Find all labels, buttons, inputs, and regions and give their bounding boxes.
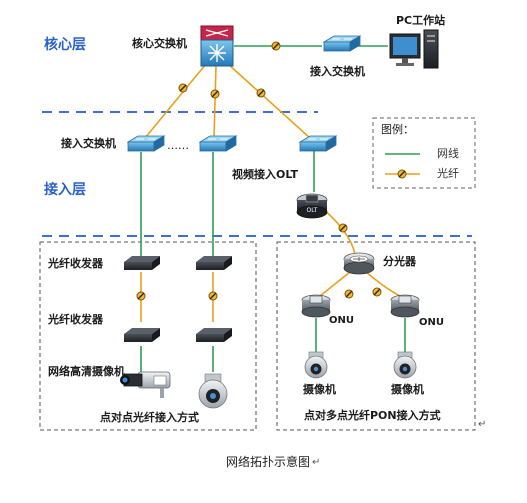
olt-badge-label: OLT (307, 207, 318, 214)
core-switch-icon (200, 25, 234, 67)
legend-box (372, 117, 476, 189)
legend-cable-label: 网线 (437, 147, 459, 160)
legend-fiber-label: 光纤 (437, 167, 459, 180)
pon-camera-right-label: 摄像机 (391, 383, 424, 396)
transceiver-1a-icon (124, 256, 160, 270)
olt-device-icon: OLT (296, 193, 328, 219)
access-switch-2-icon (198, 135, 238, 152)
pc-workstation-icon (389, 29, 439, 69)
legend-title: 图例： (381, 123, 414, 136)
splitter-label: 分光器 (383, 255, 416, 268)
caption-return-mark: ↵ (312, 457, 321, 468)
fiber-splitter-onu-right (365, 271, 401, 297)
camera-label: 网络高清摄像机 (48, 365, 125, 378)
onu-right-icon (390, 294, 420, 318)
transceiver-2b-icon (196, 328, 232, 342)
dome-camera-center-icon (198, 373, 228, 409)
onu-right-label: ONU (419, 317, 444, 328)
pon-section-title: 点对多点光纤PON接入方式 (304, 409, 441, 422)
bullet-camera-icon (120, 371, 171, 398)
core-switch-label: 核心交换机 (132, 37, 187, 50)
access-switch-top-icon (322, 35, 362, 52)
fiber-splitter-onu-left (319, 271, 351, 297)
olt-switch-icon (298, 135, 338, 152)
fiber-core-switch1 (144, 63, 207, 139)
ellipsis-label: …… (167, 139, 189, 152)
transceiver-2a-icon (196, 256, 232, 270)
return-mark: ↵ (478, 419, 487, 430)
p2p-section-box (39, 241, 257, 431)
splitter-icon (343, 252, 375, 275)
transceiver-1-label: 光纤收发器 (48, 257, 103, 270)
core-layer-label: 核心层 (44, 37, 86, 53)
access-switch-mid-label: 接入交换机 (61, 137, 116, 150)
pon-section-box (276, 241, 476, 431)
access-switch-1-icon (126, 135, 166, 152)
pc-workstation-label: PC工作站 (396, 14, 446, 27)
olt-label: 视频接入OLT (232, 168, 299, 181)
onu-left-label: ONU (329, 315, 354, 326)
dome-camera-right-icon (393, 351, 417, 379)
access-switch-top-label: 接入交换机 (310, 65, 365, 78)
fiber-markers (136, 41, 407, 301)
fiber-olt-splitter (321, 207, 356, 255)
transceiver-2-label: 光纤收发器 (48, 313, 103, 326)
onu-left-icon (301, 294, 331, 318)
p2p-section-title: 点对点光纤接入方式 (100, 411, 199, 424)
fiber-core-switch2 (213, 65, 217, 139)
figure-caption: 网络拓扑示意图 (226, 455, 311, 469)
transceiver-1b-icon (124, 328, 160, 342)
dome-camera-left-icon (304, 351, 328, 379)
fiber-core-olt (227, 63, 311, 139)
access-layer-label: 接入层 (44, 182, 86, 198)
pon-camera-left-label: 摄像机 (303, 383, 336, 396)
